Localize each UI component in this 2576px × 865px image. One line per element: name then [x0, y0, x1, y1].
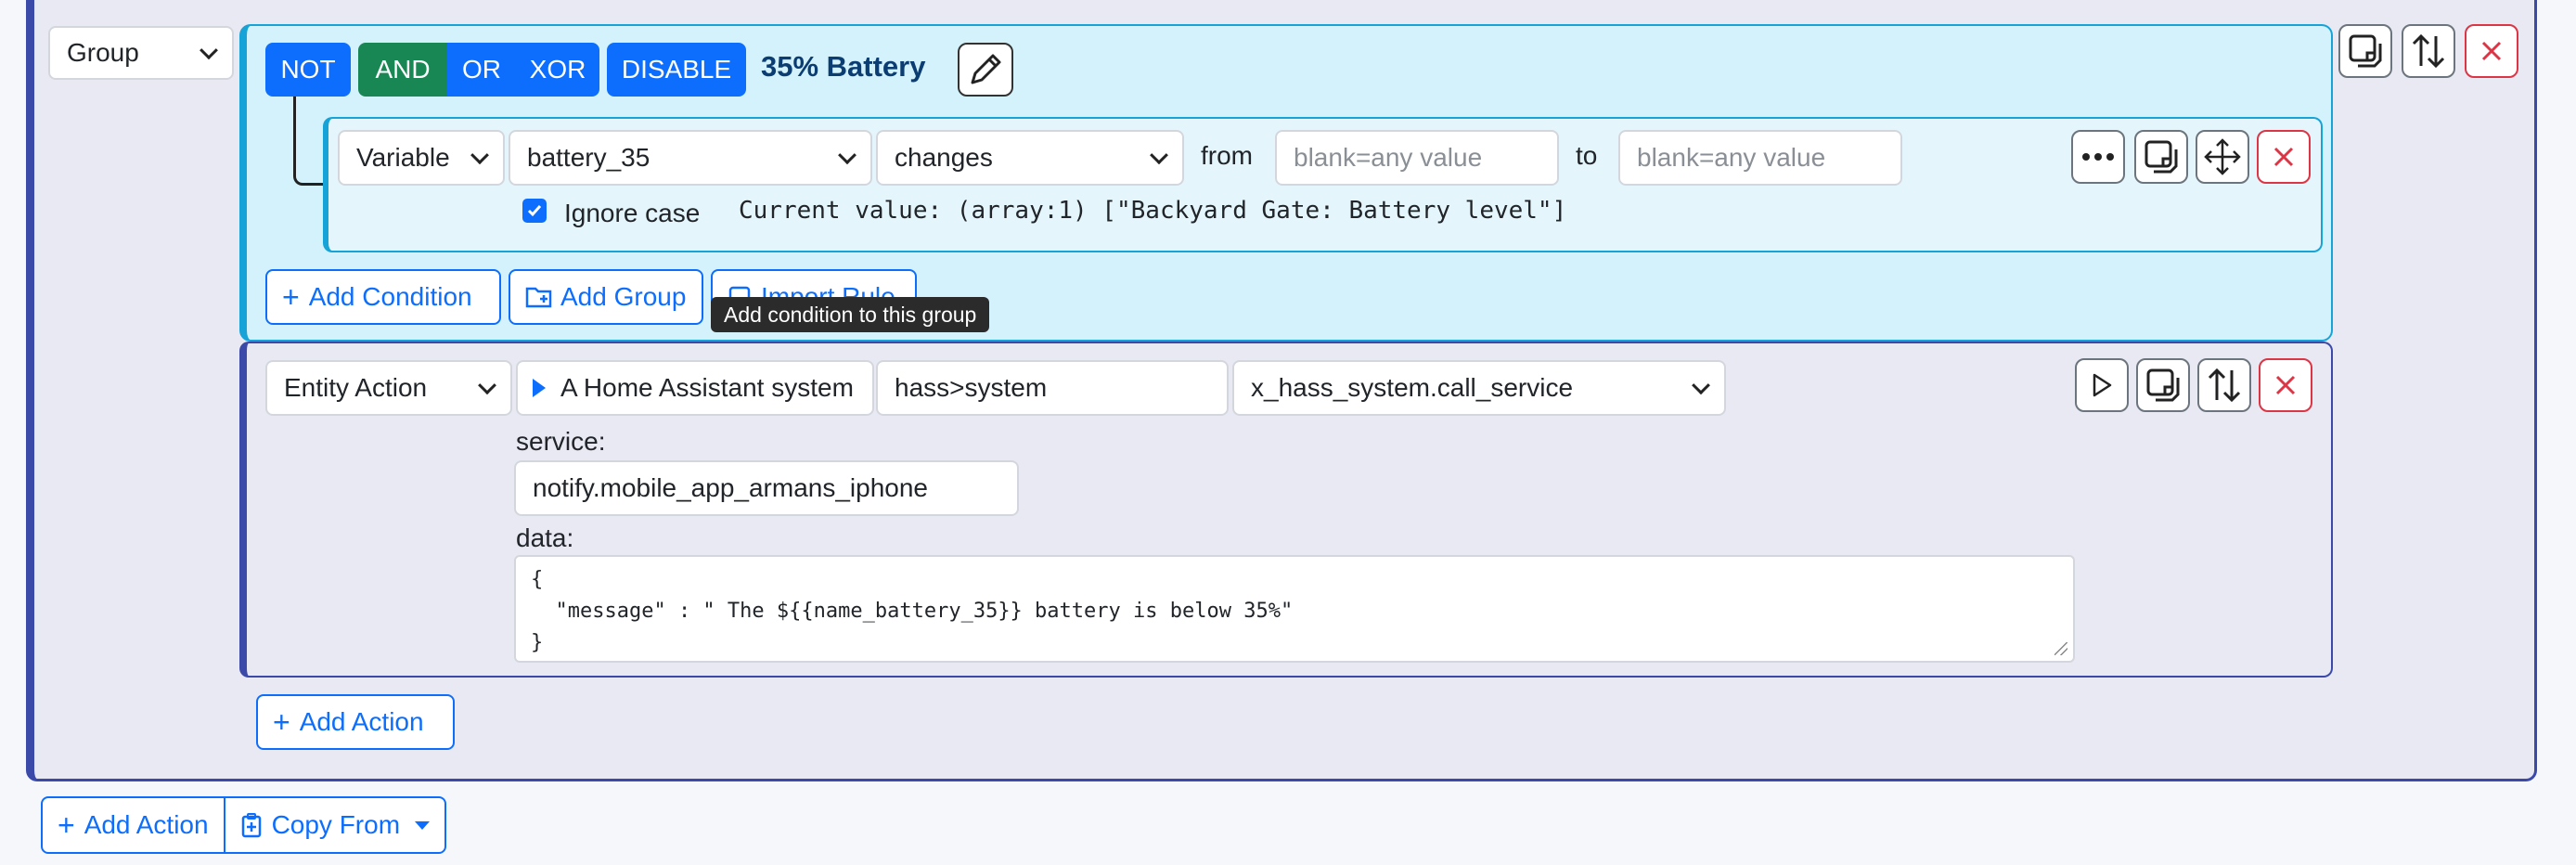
- ignore-case-label: Ignore case: [564, 199, 701, 227]
- pencil-icon: [971, 54, 1001, 84]
- plus-icon: +: [273, 704, 290, 739]
- delete-group-button[interactable]: [2465, 24, 2518, 78]
- condition-type-select[interactable]: Variable: [338, 130, 505, 186]
- resize-grip-icon[interactable]: [2054, 642, 2067, 655]
- copy-from-button[interactable]: Copy From: [225, 798, 444, 852]
- ignore-case-checkbox[interactable]: [522, 199, 547, 223]
- close-icon: [2275, 375, 2296, 395]
- logic-xor-button[interactable]: XOR: [516, 43, 599, 97]
- move-action-button[interactable]: [2197, 358, 2251, 412]
- condition-group-title: 35% Battery: [761, 50, 926, 83]
- chevron-down-icon: [1692, 376, 1710, 395]
- logic-or-button[interactable]: OR: [447, 43, 516, 97]
- logic-and-button[interactable]: AND: [358, 43, 447, 97]
- action-type-select[interactable]: Entity Action: [265, 360, 512, 416]
- run-action-button[interactable]: [2075, 358, 2129, 412]
- add-action-inner-button[interactable]: + Add Action: [256, 694, 455, 750]
- chevron-down-icon: [838, 146, 857, 165]
- group-type-value: Group: [67, 38, 139, 67]
- folder-plus-icon: [525, 287, 552, 308]
- more-options-button[interactable]: [2071, 130, 2125, 184]
- from-label: from: [1201, 141, 1253, 170]
- plus-icon: +: [282, 279, 300, 314]
- caret-right-icon: [533, 379, 546, 397]
- chevron-down-icon: [478, 376, 496, 395]
- sort-arrows-icon: [2208, 368, 2241, 403]
- entity-picker[interactable]: A Home Assistant system: [516, 360, 874, 416]
- move-group-button[interactable]: [2402, 24, 2455, 78]
- data-textarea[interactable]: { "message" : " The ${{name_battery_35}}…: [514, 555, 2075, 663]
- tooltip: Add condition to this group: [711, 297, 990, 332]
- service-select-value: x_hass_system.call_service: [1251, 373, 1574, 402]
- checkmark-icon: [527, 205, 542, 217]
- entity-input[interactable]: hass>system: [876, 360, 1229, 416]
- delete-condition-button[interactable]: [2257, 130, 2311, 184]
- logic-operator-group: AND OR XOR: [358, 43, 599, 97]
- add-action-label: Add Action: [84, 810, 209, 839]
- add-action-button[interactable]: + Add Action: [43, 798, 225, 852]
- copy-icon: [2145, 140, 2178, 174]
- add-action-inner-label: Add Action: [299, 707, 424, 736]
- caret-down-icon: [415, 820, 431, 830]
- logic-not-button[interactable]: NOT: [265, 43, 351, 97]
- move-condition-button[interactable]: [2196, 130, 2249, 184]
- copy-icon: [2349, 34, 2382, 68]
- operator-value: changes: [895, 143, 993, 172]
- copy-condition-button[interactable]: [2134, 130, 2188, 184]
- bottom-button-group: + Add Action Copy From: [41, 796, 447, 854]
- tree-connector: [293, 97, 323, 186]
- service-select[interactable]: x_hass_system.call_service: [1232, 360, 1726, 416]
- add-condition-button[interactable]: + Add Condition: [265, 269, 501, 325]
- condition-type-value: Variable: [356, 143, 449, 172]
- plus-icon: +: [58, 807, 75, 842]
- copy-icon: [2146, 368, 2180, 402]
- data-label: data:: [516, 523, 574, 552]
- sort-arrows-icon: [2412, 33, 2445, 69]
- more-dots-icon: [2082, 153, 2114, 161]
- add-condition-label: Add Condition: [308, 282, 472, 311]
- delete-action-button[interactable]: [2259, 358, 2312, 412]
- variable-value: battery_35: [527, 143, 650, 172]
- current-value-text: Current value: (array:1) ["Backyard Gate…: [739, 197, 1567, 225]
- variable-select[interactable]: battery_35: [509, 130, 872, 186]
- copy-group-button[interactable]: [2338, 24, 2392, 78]
- chevron-down-icon: [470, 146, 489, 165]
- add-group-label: Add Group: [560, 282, 687, 311]
- move-arrows-icon: [2204, 138, 2241, 175]
- group-type-select[interactable]: Group: [48, 26, 234, 80]
- chevron-down-icon: [1150, 146, 1168, 165]
- clipboard-plus-icon: [241, 813, 261, 838]
- service-input[interactable]: notify.mobile_app_armans_iphone: [514, 460, 1019, 516]
- to-label: to: [1576, 141, 1598, 170]
- from-value-input[interactable]: blank=any value: [1275, 130, 1559, 186]
- close-icon: [2273, 147, 2294, 167]
- to-value-input[interactable]: blank=any value: [1618, 130, 1902, 186]
- action-type-value: Entity Action: [284, 373, 428, 402]
- copy-from-label: Copy From: [271, 810, 401, 839]
- chevron-down-icon: [200, 41, 218, 60]
- service-label: service:: [516, 427, 606, 456]
- copy-action-button[interactable]: [2136, 358, 2190, 412]
- operator-select[interactable]: changes: [876, 130, 1184, 186]
- edit-title-button[interactable]: [958, 43, 1013, 97]
- close-icon: [2481, 41, 2502, 61]
- logic-disable-button[interactable]: DISABLE: [607, 43, 746, 97]
- add-group-button[interactable]: Add Group: [509, 269, 703, 325]
- play-icon: [2093, 373, 2112, 397]
- entity-label: A Home Assistant system: [560, 373, 854, 402]
